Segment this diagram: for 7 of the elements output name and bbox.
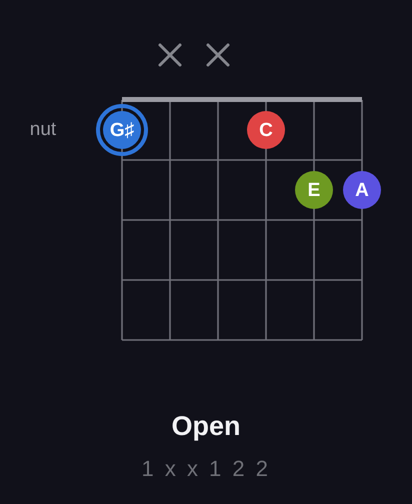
note-dot: C xyxy=(247,111,285,149)
nut-label: nut xyxy=(30,119,56,140)
fingering-text: 1 x x 1 2 2 xyxy=(141,456,270,481)
note-dot: A xyxy=(343,171,381,209)
ringed-note-dot: G♯ xyxy=(96,104,148,156)
note-dot: E xyxy=(295,171,333,209)
chord-title: Open xyxy=(171,411,240,441)
